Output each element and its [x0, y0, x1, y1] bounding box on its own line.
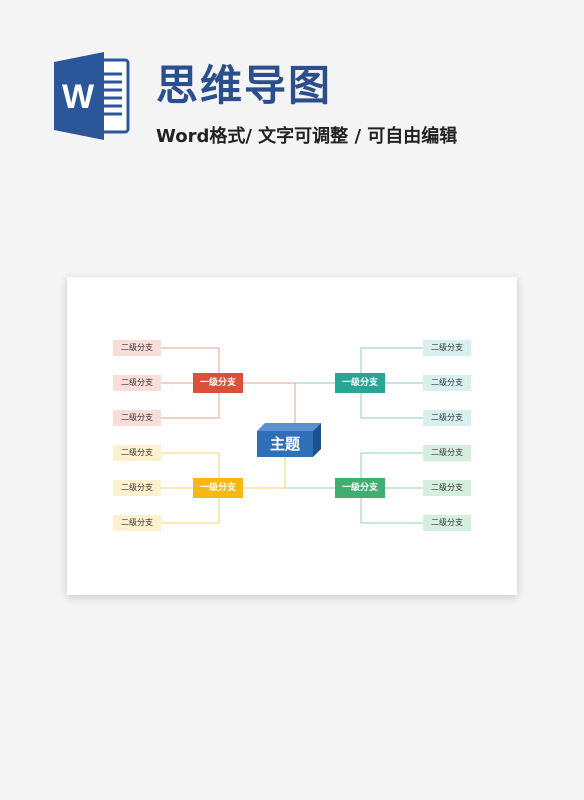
branch-bottom-left: 一级分支: [193, 478, 243, 498]
sub-branch: 二级分支: [423, 375, 471, 391]
sub-branch: 二级分支: [423, 340, 471, 356]
branch-bottom-right: 一级分支: [335, 478, 385, 498]
page-header: W 思维导图 Word格式/ 文字可调整 / 可自由编辑: [0, 0, 584, 170]
sub-branch: 二级分支: [113, 340, 161, 356]
page-subtitle: Word格式/ 文字可调整 / 可自由编辑: [156, 126, 458, 147]
sub-branch: 二级分支: [113, 410, 161, 426]
word-logo-icon: W: [54, 52, 130, 140]
logo-letter: W: [62, 78, 95, 116]
sub-branch: 二级分支: [113, 480, 161, 496]
central-topic: 主题: [269, 435, 300, 453]
sub-branch: 二级分支: [113, 445, 161, 461]
branch-top-right: 一级分支: [335, 373, 385, 393]
sub-branch: 二级分支: [113, 515, 161, 531]
topic-box: [257, 423, 321, 457]
branch-top-left: 一级分支: [193, 373, 243, 393]
page-title: 思维导图: [156, 61, 333, 110]
mindmap-card: 主题 一级分支 一级分支 一级分支 一级分支 二级分支 二级分支 二级分支 二级…: [67, 277, 517, 595]
sub-branch: 二级分支: [423, 445, 471, 461]
sub-branch: 二级分支: [423, 515, 471, 531]
sub-branch: 二级分支: [423, 480, 471, 496]
sub-branch: 二级分支: [423, 410, 471, 426]
sub-branch: 二级分支: [113, 375, 161, 391]
